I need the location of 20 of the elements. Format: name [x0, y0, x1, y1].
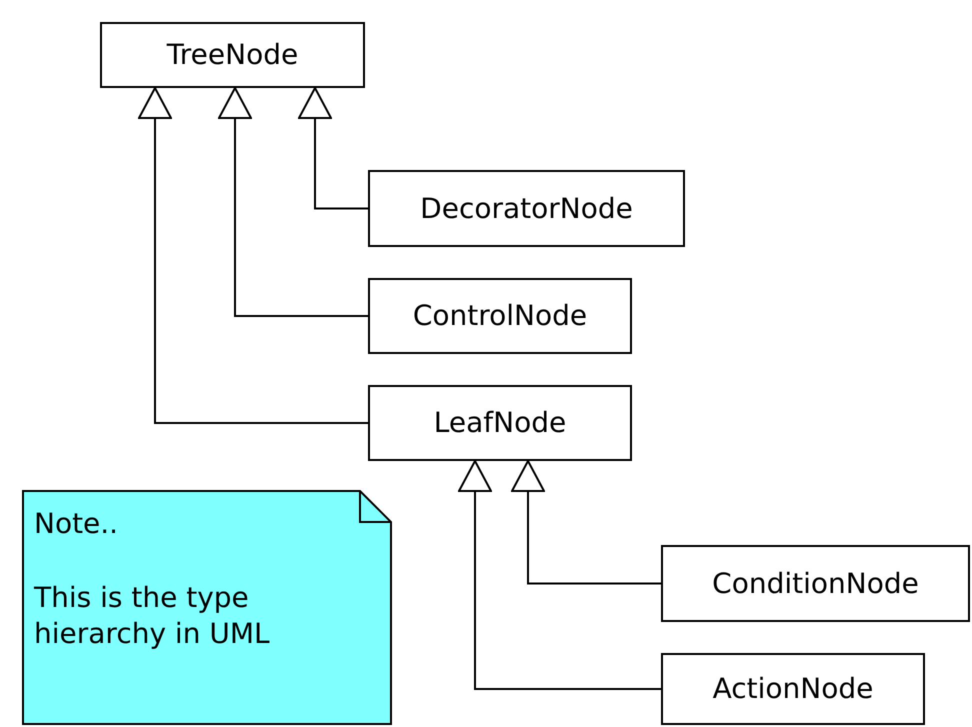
- class-box: [368, 385, 632, 461]
- generalization-arrow: [138, 87, 368, 424]
- class-name: ConditionNode: [712, 566, 919, 602]
- class-name: LeafNode: [434, 405, 566, 441]
- note-title: Note..: [34, 506, 120, 542]
- note: [22, 490, 392, 725]
- class-name: ActionNode: [712, 671, 874, 707]
- class-box: [100, 22, 365, 88]
- generalization-arrow: [298, 87, 368, 210]
- class-box: [661, 545, 970, 622]
- class-box: [661, 653, 925, 725]
- class-box: [368, 278, 632, 354]
- generalization-arrow: [218, 87, 368, 317]
- class-name: DecoratorNode: [420, 190, 633, 226]
- class-name: TreeNode: [166, 37, 298, 73]
- generalization-arrow: [458, 460, 661, 690]
- generalization-arrow: [511, 460, 661, 584]
- note-text: This is the type hierarchy in UML: [34, 580, 271, 652]
- class-name: ControlNode: [412, 298, 588, 334]
- class-box: [368, 170, 685, 247]
